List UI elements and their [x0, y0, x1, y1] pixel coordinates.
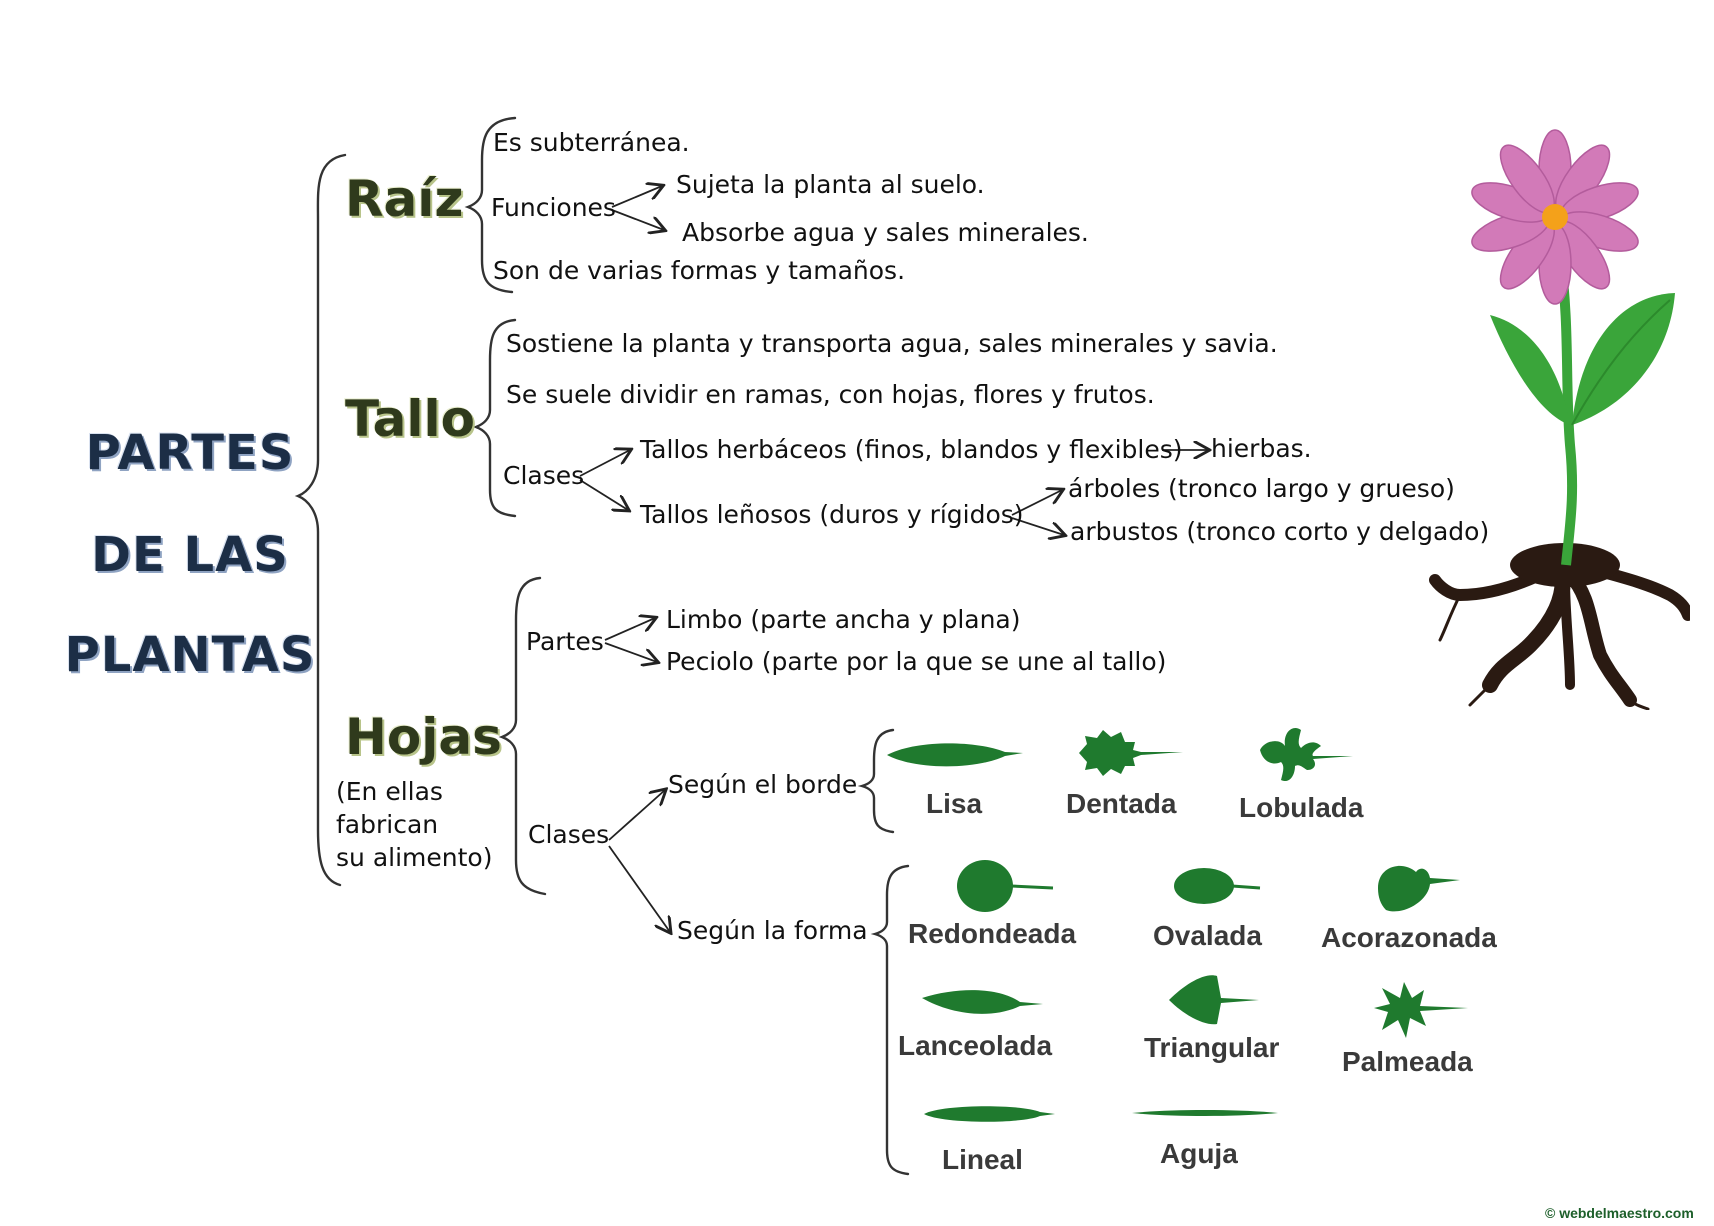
raiz-brace: [464, 116, 517, 294]
tallo-item-1: Sostiene la planta y transporta agua, sa…: [506, 329, 1278, 358]
leaf-label-aguja: Aguja: [1160, 1138, 1238, 1169]
hojas-note-2: fabrican: [336, 810, 439, 839]
stem-icon: [1555, 254, 1578, 566]
tallo-arboles: árboles (tronco largo y grueso): [1068, 474, 1455, 503]
leaf-label-lobulada: Lobulada: [1239, 792, 1364, 823]
forma-brace: [870, 864, 910, 1176]
leaf-label-lineal: Lineal: [942, 1144, 1023, 1175]
hojas-partes: Partes: [526, 627, 604, 656]
leaf-aguja-icon: [1132, 1110, 1278, 1116]
hojas-note-1: (En ellas: [336, 777, 443, 806]
right-leaf-icon: [1572, 293, 1675, 425]
hojas-borde: Según el borde: [668, 770, 858, 799]
leaf-acorazonada-icon: [1378, 865, 1460, 912]
tallo-herbaceos: Tallos herbáceos (finos, blandos y flexi…: [640, 435, 1183, 464]
raiz-item-3: Son de varias formas y tamaños.: [493, 256, 906, 285]
leaf-label-acorazonada: Acorazonada: [1321, 922, 1497, 953]
leaf-lobulada-icon: [1260, 727, 1353, 782]
soil-icon: [1510, 543, 1620, 587]
raiz-func-1: Sujeta la planta al suelo.: [676, 170, 985, 199]
hojas-forma: Según la forma: [677, 916, 868, 945]
leaf-label-palmeada: Palmeada: [1342, 1046, 1473, 1077]
leaf-label-redondeada: Redondeada: [908, 918, 1077, 949]
hojas-label: Hojas: [345, 708, 502, 766]
tallo-clases: Clases: [503, 461, 585, 490]
tallo-hierbas: hierbas.: [1211, 434, 1312, 463]
main-brace: [294, 153, 347, 887]
hojas-peciolo: Peciolo (parte por la que se une al tall…: [666, 647, 1167, 676]
leaf-label-lisa: Lisa: [926, 788, 983, 819]
main-title-line-3: PLANTAS: [64, 627, 316, 683]
raiz-funciones: Funciones: [491, 193, 616, 222]
credit-text: © webdelmaestro.com: [1545, 1205, 1694, 1221]
leaf-lanceolada-icon: [922, 990, 1043, 1014]
flower-center-icon: [1542, 204, 1568, 230]
main-title-line-1: PARTES: [85, 425, 295, 481]
leaf-label-ovalada: Ovalada: [1153, 920, 1262, 951]
hojas-note-3: su alimento): [336, 843, 493, 872]
leaf-label-triangular: Triangular: [1144, 1032, 1280, 1063]
borde-brace: [857, 728, 895, 834]
leaf-label-dentada: Dentada: [1066, 788, 1177, 819]
petals-icon: [1471, 129, 1639, 305]
main-title-line-2: DE LAS: [91, 527, 289, 583]
raiz-label: Raíz: [345, 170, 464, 228]
leaf-ovalada-icon: [1174, 868, 1261, 904]
leaf-redondeada-icon: [957, 860, 1054, 912]
tallo-label: Tallo: [345, 390, 476, 448]
raiz-item-1: Es subterránea.: [493, 128, 690, 157]
tallo-arbustos: arbustos (tronco corto y delgado): [1070, 517, 1490, 546]
flower-illustration: [1429, 129, 1690, 710]
leaf-dentada-icon: [1079, 730, 1183, 776]
leaf-lisa-icon: [887, 743, 1023, 767]
hojas-clases: Clases: [528, 820, 610, 849]
left-leaf-icon: [1490, 315, 1570, 425]
tallo-item-2: Se suele dividir en ramas, con hojas, fl…: [506, 380, 1155, 409]
leaf-palmeada-icon: [1374, 982, 1468, 1038]
leaf-label-lanceolada: Lanceolada: [898, 1030, 1053, 1061]
hojas-limbo: Limbo (parte ancha y plana): [666, 605, 1021, 634]
leaf-triangular-icon: [1169, 975, 1259, 1025]
hojas-brace: [498, 576, 547, 896]
leaf-lineal-icon: [924, 1106, 1055, 1122]
tallo-brace: [472, 318, 517, 518]
tallo-lenosos: Tallos leñosos (duros y rígidos): [640, 500, 1024, 529]
raiz-func-2: Absorbe agua y sales minerales.: [682, 218, 1089, 247]
